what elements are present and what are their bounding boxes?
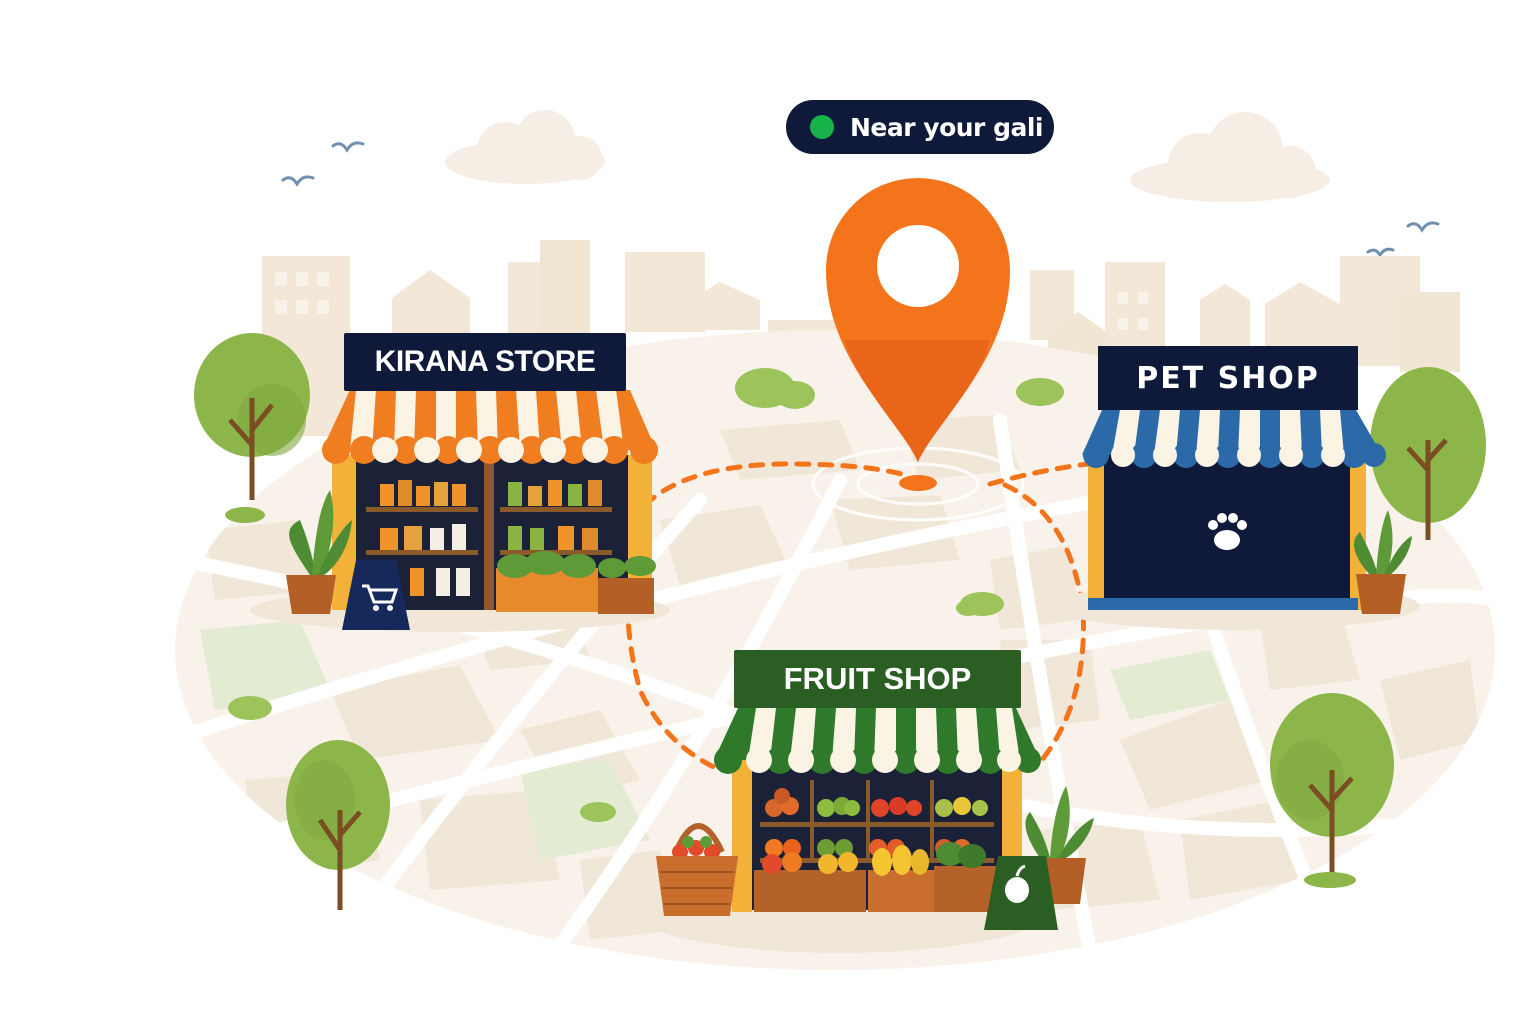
tree-left-bottom [286, 740, 390, 910]
pet-shop[interactable] [1050, 410, 1420, 630]
bushes [228, 368, 1064, 822]
tree-right-top [1370, 367, 1486, 540]
location-badge: Near your gali [786, 100, 1054, 154]
badge-label: Near your gali [850, 112, 1044, 142]
cloud-left [445, 110, 605, 184]
kirana-store[interactable] [250, 390, 670, 632]
paw-icon [1208, 513, 1247, 550]
tree-right-bottom [1270, 693, 1394, 888]
kirana-awning [322, 390, 658, 464]
pin-base-dot [899, 475, 937, 491]
birds [281, 141, 1440, 258]
fruit-awning [714, 708, 1041, 774]
fruit-shop-sign[interactable]: FRUIT SHOP [734, 650, 1021, 708]
tree-left-top [194, 333, 310, 523]
kirana-potted-plant [286, 490, 352, 614]
apple-icon [984, 856, 1058, 930]
shopping-cart-icon [342, 560, 410, 630]
pet-shop-sign[interactable]: PET SHOP [1098, 346, 1358, 410]
fruit-potted-plant [1025, 786, 1094, 904]
status-dot-icon [810, 115, 834, 139]
fruit-basket [656, 823, 738, 916]
kirana-store-sign[interactable]: KIRANA STORE [344, 333, 626, 391]
cloud-right [1130, 112, 1330, 202]
fruit-shop[interactable] [622, 708, 1094, 953]
pet-awning [1082, 410, 1386, 468]
location-pin-icon [826, 178, 1010, 462]
pet-potted-plant [1354, 510, 1412, 614]
